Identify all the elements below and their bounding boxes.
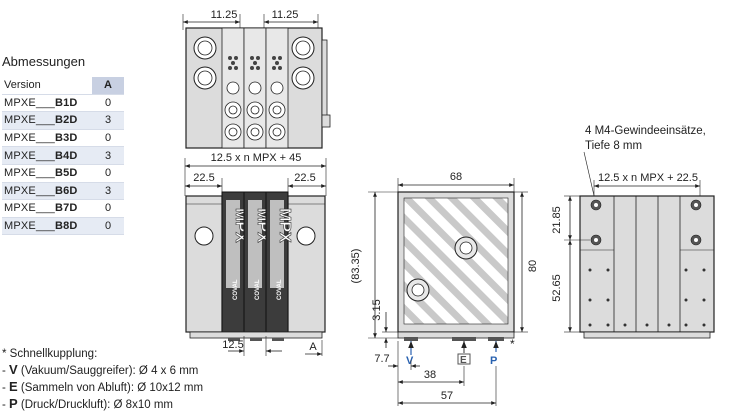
module-mpx-label: MPX [276, 208, 293, 243]
dim-rear-21-85: 21.85 [551, 195, 590, 241]
dim-label: 3.15 [371, 299, 383, 320]
port-star: * [510, 337, 515, 351]
dim-side-68: 68 [397, 171, 515, 192]
dim-label: 38 [424, 369, 436, 381]
front-view: 12.5 x n MPX + 45 22.5 22.5 MPX COVAL [184, 152, 327, 356]
table-cell-version: MPXE___B5D [2, 164, 92, 183]
dim-front-total: 12.5 x n MPX + 45 [184, 152, 327, 196]
note-line-v: - V (Vakuum/Sauggreifer): Ø 4 x 6 mm [2, 362, 199, 377]
dim-label: (83.35) [350, 249, 362, 284]
note-line-p: - P (Druck/Druckluft): Ø 8x10 mm [2, 396, 173, 411]
quick-coupling-notes: * Schnellkupplung: - V (Vakuum/Sauggreif… [2, 347, 203, 413]
dim-side-57: 57 [398, 366, 497, 406]
dim-label: 22.5 [193, 172, 214, 184]
dim-front-22-5-left: 22.5 [185, 172, 223, 196]
front-end-block-left [185, 195, 223, 333]
table-cell-a: 0 [92, 199, 124, 218]
m4-insert-note: 4 M4-Gewindeeinsätze, Tiefe 8 mm [585, 124, 706, 154]
dim-label: 68 [450, 171, 462, 183]
table-header-row: Version A [2, 77, 124, 95]
dim-label: 57 [441, 390, 453, 402]
table-row: MPXE___B3D 0 [2, 129, 124, 148]
table-cell-version: MPXE___B7D [2, 199, 92, 218]
dim-side-38: 38 [398, 366, 465, 386]
front-module-1: MPX COVAL [221, 191, 249, 333]
table-header-version: Version [2, 77, 92, 95]
dim-side-7-7: 7.7 [374, 353, 420, 370]
dim-front-22-5-right: 22.5 [287, 172, 326, 196]
dim-label: 12.5 x n MPX + 45 [211, 152, 302, 164]
table-row: MPXE___B2D 3 [2, 111, 124, 130]
port-p: P * [490, 337, 515, 367]
version-table: Version A MPXE___B1D 0 MPXE___B2D 3 MPXE… [2, 77, 124, 236]
rear-view: 12.5 x n MPX + 22.5 [551, 151, 715, 339]
table-row: MPXE___B4D 3 [2, 146, 124, 165]
table-cell-version: MPXE___B3D [2, 129, 92, 148]
dim-side-83-35: (83.35) [350, 191, 398, 339]
port-p-label: P [490, 355, 497, 367]
front-module-3: MPX COVAL [265, 191, 293, 333]
rear-body [579, 195, 715, 333]
dim-side-3-15: 3.15 [371, 299, 398, 348]
port-e-label: E [460, 355, 467, 366]
dim-label: 80 [527, 260, 539, 272]
dim-rear-52-65: 52.65 [551, 240, 580, 333]
dim-label: 21.85 [551, 206, 563, 234]
dim-label: A [309, 341, 317, 353]
m4-note-line: Tiefe 8 mm [585, 140, 643, 152]
table-cell-a: 0 [92, 94, 124, 113]
table-row: MPXE___B6D 3 [2, 182, 124, 201]
dim-top-11-25-left: 11.25 [182, 9, 241, 30]
dim-label: 12.5 [222, 339, 243, 351]
dim-side-80: 80 [514, 191, 539, 333]
table-row: MPXE___B7D 0 [2, 199, 124, 218]
dim-front-a: A [305, 340, 323, 356]
m4-note-line: 4 M4-Gewindeeinsätze, [585, 125, 706, 137]
dim-label: 12.5 x n MPX + 22.5 [598, 172, 698, 184]
port-e: E [457, 341, 471, 366]
port-v-label: V [406, 355, 414, 367]
module-coval-label: COVAL [255, 279, 261, 300]
dim-rear-total: 12.5 x n MPX + 22.5 [593, 172, 701, 196]
module-coval-label: COVAL [233, 279, 239, 300]
table-row: MPXE___B1D 0 [2, 94, 124, 113]
dim-front-pitch: 12.5 [222, 336, 282, 356]
module-coval-label: COVAL [277, 279, 283, 300]
dim-label: 11.25 [272, 9, 299, 21]
dim-label: 52.65 [551, 274, 563, 302]
table-cell-version: MPXE___B1D [2, 94, 92, 113]
table-cell-a: 3 [92, 146, 124, 165]
table-cell-a: 0 [92, 129, 124, 148]
dim-label: 22.5 [294, 172, 315, 184]
top-view: 11.25 11.25 [182, 9, 331, 149]
table-cell-version: MPXE___B8D [2, 217, 92, 236]
dim-label: 7.7 [374, 353, 389, 365]
table-cell-a: 3 [92, 111, 124, 130]
table-cell-a: 3 [92, 182, 124, 201]
dim-top-11-25-right: 11.25 [263, 9, 319, 30]
table-cell-version: MPXE___B6D [2, 182, 92, 201]
note-line-e: - E (Sammeln von Abluft): Ø 10x12 mm [2, 379, 204, 394]
table-row: MPXE___B5D 0 [2, 164, 124, 183]
side-view: 68 80 (83.35) 3.15 [350, 171, 539, 406]
section-title: Abmessungen [2, 54, 86, 69]
table-cell-a: 0 [92, 164, 124, 183]
table-cell-a: 0 [92, 217, 124, 236]
notes-heading: * Schnellkupplung: [2, 348, 98, 360]
dim-label: 11.25 [211, 9, 238, 21]
table-cell-version: MPXE___B4D [2, 146, 92, 165]
table-cell-version: MPXE___B2D [2, 111, 92, 130]
port-v: V [406, 341, 414, 367]
table-row: MPXE___B8D 0 [2, 217, 124, 236]
table-header-a: A [92, 77, 124, 95]
